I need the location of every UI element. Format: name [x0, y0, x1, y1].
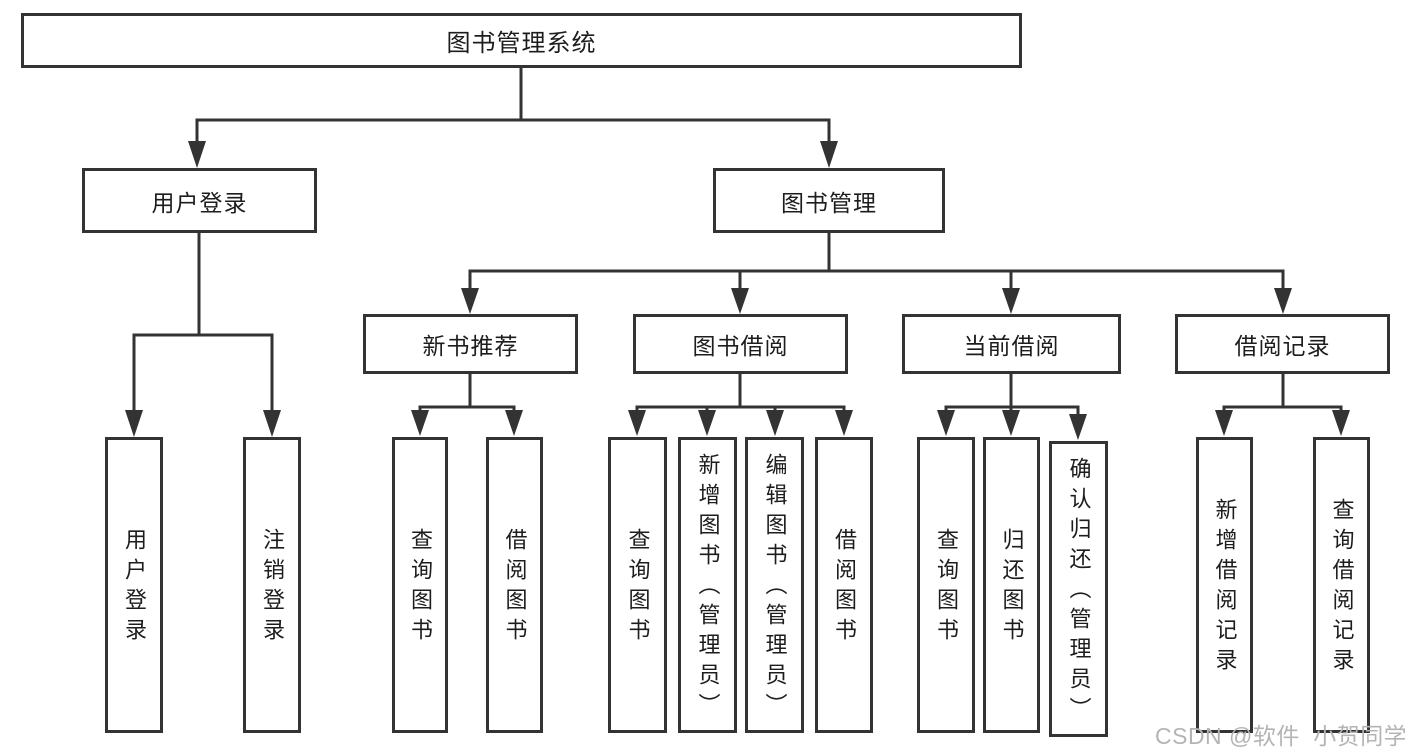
- connector-current-borrow-children: [937, 373, 1087, 440]
- arrowhead: [766, 410, 784, 436]
- leaf-newbook-borrow-books-label: 借阅图书: [502, 528, 528, 648]
- node-book-management: 图书管理: [713, 168, 945, 233]
- arrowhead: [731, 288, 749, 314]
- node-root: 图书管理系统: [21, 13, 1022, 68]
- leaf-current-query-books-label: 查询图书: [934, 528, 959, 648]
- connector-user-login-children: [125, 232, 281, 437]
- arrowhead: [820, 141, 838, 168]
- arrowhead: [1274, 288, 1292, 314]
- arrowhead: [125, 410, 143, 437]
- leaf-return-books-label: 归还图书: [999, 528, 1025, 648]
- node-new-book-recommend: 新书推荐: [363, 314, 578, 374]
- leaf-add-borrow-record-label: 新增借阅记录: [1212, 498, 1238, 678]
- leaf-query-borrow-record: 查询借阅记录: [1313, 437, 1370, 733]
- leaf-user-login: 用户登录: [105, 437, 163, 733]
- leaf-confirm-return-admin: 确认归还（管理员）: [1049, 441, 1108, 737]
- node-user-login-label: 用户登录: [151, 189, 248, 216]
- arrowhead: [461, 288, 479, 314]
- leaf-return-books: 归还图书: [983, 437, 1040, 733]
- arrowhead: [628, 410, 646, 436]
- leaf-add-books-admin-label: 新增图书（管理员）: [695, 453, 721, 723]
- arrowhead: [1069, 414, 1087, 440]
- node-book-borrow-label: 图书借阅: [692, 333, 789, 359]
- leaf-borrow-query-books-label: 查询图书: [625, 528, 651, 648]
- leaf-borrow-query-books: 查询图书: [608, 437, 667, 733]
- arrowhead: [937, 410, 955, 436]
- leaf-logout: 注销登录: [243, 437, 301, 733]
- csdn-watermark: CSDN @软件_小贺同学: [1155, 723, 1405, 747]
- node-current-borrow-label: 当前借阅: [963, 333, 1060, 359]
- arrowhead: [1332, 410, 1350, 436]
- leaf-newbook-borrow-books: 借阅图书: [486, 437, 543, 733]
- node-borrow-record-label: 借阅记录: [1234, 333, 1331, 359]
- leaf-query-borrow-record-label: 查询借阅记录: [1329, 498, 1355, 678]
- connector-borrow-record-children: [1215, 373, 1350, 436]
- arrowhead: [1002, 410, 1020, 436]
- arrowhead: [188, 141, 206, 168]
- arrowhead: [698, 410, 716, 436]
- leaf-newbook-query-books-label: 查询图书: [408, 528, 433, 648]
- arrowhead: [505, 410, 523, 436]
- leaf-borrow-borrow-books-label: 借阅图书: [832, 528, 857, 648]
- connector-root-to-level2: [188, 68, 838, 168]
- arrowhead: [263, 410, 281, 437]
- connector-new-book-children: [411, 373, 523, 436]
- arrowhead: [411, 410, 429, 436]
- connector-book-borrow-children: [628, 373, 853, 436]
- leaf-add-books-admin: 新增图书（管理员）: [678, 437, 737, 733]
- leaf-current-query-books: 查询图书: [917, 437, 975, 733]
- leaf-newbook-query-books: 查询图书: [392, 437, 448, 733]
- leaf-add-borrow-record: 新增借阅记录: [1196, 437, 1253, 733]
- leaf-borrow-borrow-books: 借阅图书: [815, 437, 873, 733]
- connector-book-mgmt-children: [461, 232, 1292, 314]
- node-borrow-record: 借阅记录: [1175, 314, 1390, 374]
- leaf-logout-label: 注销登录: [260, 528, 285, 648]
- arrowhead: [835, 410, 853, 436]
- node-book-management-label: 图书管理: [781, 189, 877, 216]
- leaf-edit-books-admin: 编辑图书（管理员）: [745, 437, 804, 733]
- node-new-book-recommend-label: 新书推荐: [422, 333, 519, 359]
- node-book-borrow: 图书借阅: [633, 314, 848, 374]
- arrowhead: [1215, 410, 1233, 436]
- arrowhead: [1002, 288, 1020, 314]
- node-current-borrow: 当前借阅: [902, 314, 1121, 374]
- node-root-label: 图书管理系统: [446, 30, 597, 57]
- leaf-edit-books-admin-label: 编辑图书（管理员）: [762, 453, 788, 723]
- leaf-confirm-return-admin-label: 确认归还（管理员）: [1066, 457, 1092, 727]
- leaf-user-login-label: 用户登录: [122, 528, 147, 648]
- node-user-login: 用户登录: [82, 168, 317, 233]
